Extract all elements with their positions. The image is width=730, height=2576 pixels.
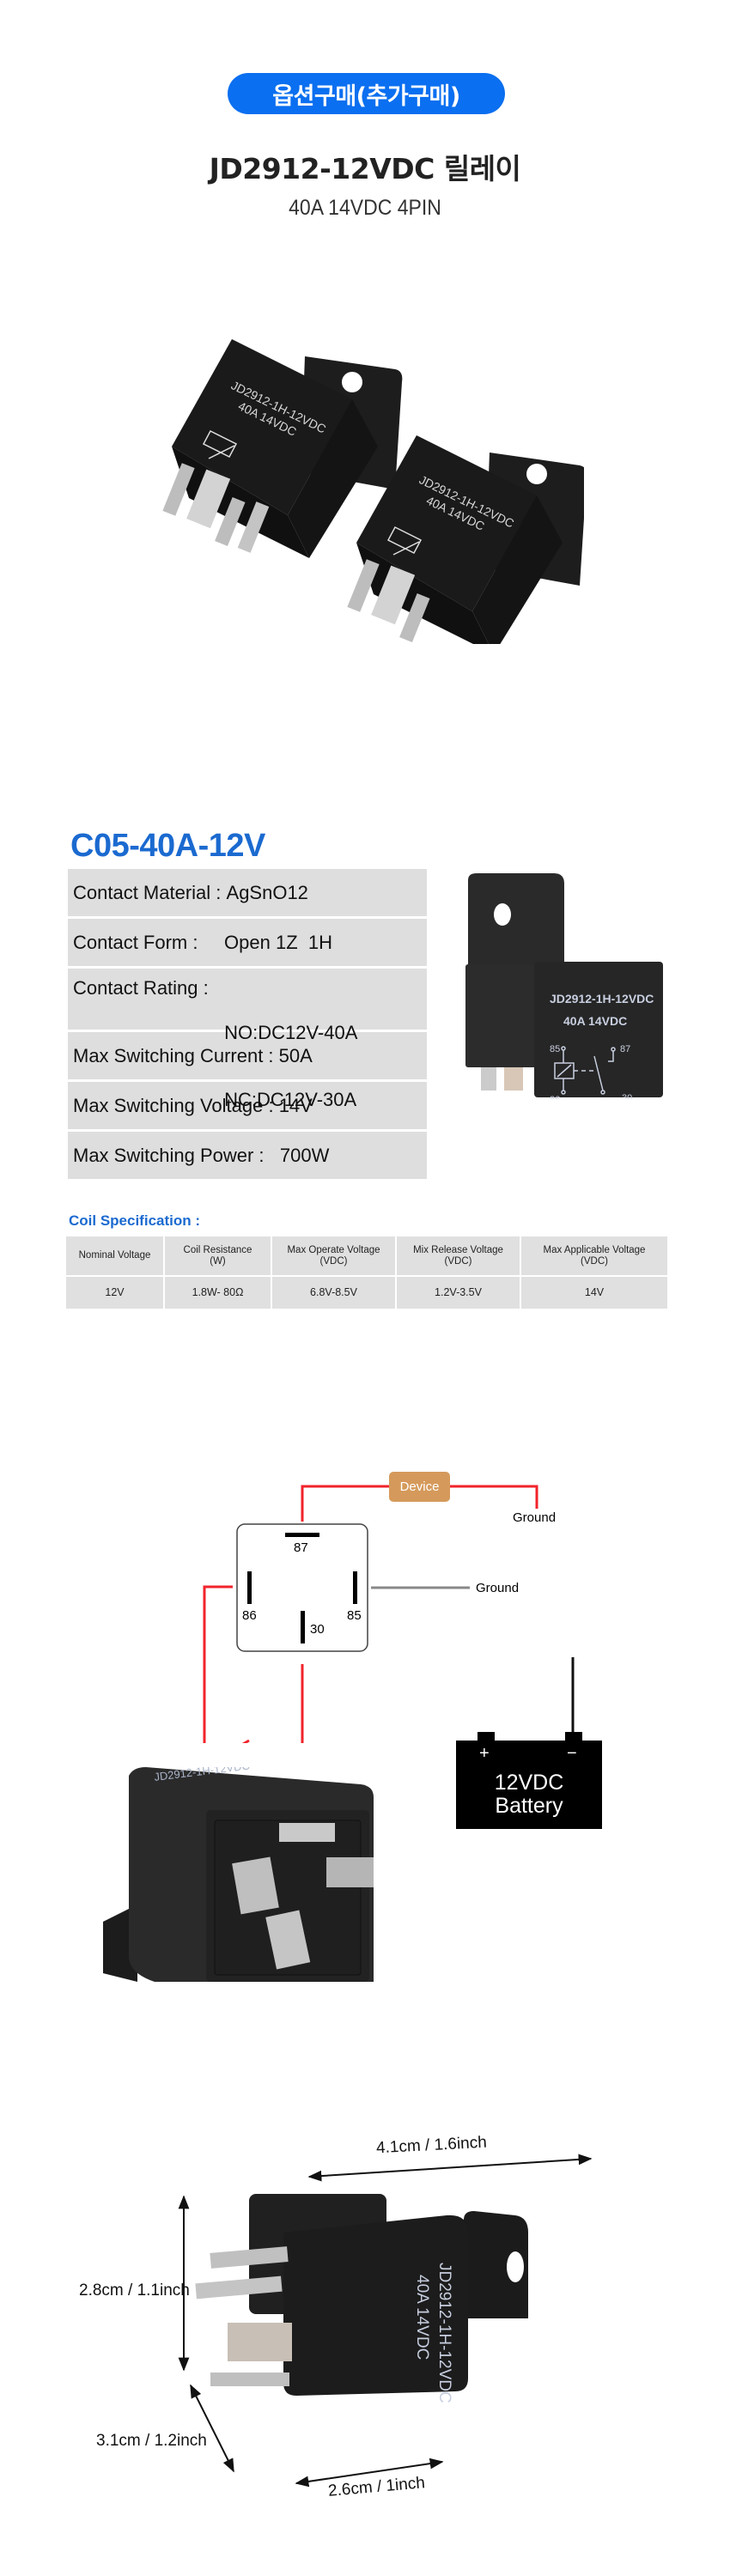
relay-pin-box <box>236 1523 368 1652</box>
spec-value: AgSnO12 <box>226 881 308 903</box>
spec-row-contact-material: Contact Material : AgSnO12 <box>68 869 427 916</box>
product-title: JD2912-12VDC 릴레이 <box>209 152 521 185</box>
length-arrow <box>307 2154 593 2182</box>
spec-value: Open 1Z 1H <box>224 931 332 953</box>
product-subtitle: 40A 14VDC 4PIN <box>289 196 441 220</box>
option-purchase-badge: 옵션구매(추가구매) <box>228 73 505 114</box>
coil-spec-table: Nominal Voltage Coil Resistance(W) Max O… <box>64 1235 669 1310</box>
spec-row-max-power: Max Switching Power : 700W <box>68 1132 427 1179</box>
battery-minus-terminal <box>565 1732 582 1742</box>
coil-header-cell: Max Operate Voltage(VDC) <box>272 1236 395 1275</box>
coil-header-cell: Mix Release Voltage(VDC) <box>397 1236 520 1275</box>
device-box: Device <box>389 1472 450 1502</box>
relay-schematic-symbol <box>554 1046 616 1095</box>
depth-arrow <box>190 2384 234 2473</box>
wire-87-to-device <box>301 1485 391 1522</box>
pin-86-bar <box>247 1571 252 1604</box>
wire-30-to-battery <box>301 1664 304 1743</box>
spec-value: NO:DC12V-40A <box>224 1022 358 1043</box>
switch-lever <box>241 1739 250 1743</box>
face-model-text: JD2912-1H-12VDC <box>550 992 654 1005</box>
pin-85-label: 85 <box>550 1044 560 1054</box>
spec-row-contact-rating: Contact Rating : NO:DC12V-40A NC:DC12V-3… <box>68 969 427 1110</box>
coil-header-cell: Max Applicable Voltage(VDC) <box>521 1236 667 1275</box>
spec-label: Max Switching Power : <box>73 1144 280 1166</box>
spec-value: 700W <box>279 1144 330 1166</box>
coil-header-cell: Nominal Voltage <box>66 1236 163 1275</box>
pin-30-label: 30 <box>622 1093 632 1099</box>
pin-87-label: 87 <box>620 1044 630 1054</box>
spec-row-max-voltage: Max Switching Voltage : 14V <box>68 1082 427 1129</box>
battery-plus-terminal <box>478 1732 495 1742</box>
relay-1: JD2912-1H-12VDC 40A 14VDC <box>162 339 403 558</box>
battery: + − 12VDC Battery <box>456 1732 602 1829</box>
battery-minus-sign: − <box>567 1744 577 1763</box>
spec-value: 50A <box>278 1044 313 1066</box>
relay-2: JD2912-1H-12VDC 40A 14VDC <box>347 435 584 644</box>
wiring-diagram: 87 86 85 30 Ground Ground <box>203 1485 575 1743</box>
dim-relay-text: JD2912-1H-12VDC 40A 14VDC <box>413 2263 453 2403</box>
relay-pin-side-image: JD2912-1H-12VDC <box>103 1767 374 1982</box>
coil-value-cell: 14V <box>521 1277 667 1309</box>
spec-value: 14V <box>278 1094 313 1116</box>
pin-30-text: 30 <box>310 1622 325 1637</box>
width-arrow <box>295 2458 444 2488</box>
coil-table-header-row: Nominal Voltage Coil Resistance(W) Max O… <box>66 1236 667 1275</box>
pin-86-label: 86 <box>550 1095 560 1099</box>
pin-87-bar <box>285 1533 319 1537</box>
spec-value-group: NO:DC12V-40A NC:DC12V-30A <box>224 977 357 1156</box>
spec-label: Max Switching Current : <box>73 1044 279 1066</box>
model-heading: C05-40A-12V <box>70 828 265 864</box>
battery-label: 12VDC Battery <box>494 1771 564 1818</box>
height-label: 2.8cm / 1.1inch <box>79 2281 190 2300</box>
coil-header-cell: Coil Resistance(W) <box>165 1236 271 1275</box>
spec-table: Contact Material : AgSnO12 Contact Form … <box>68 869 427 1182</box>
coil-value-cell: 1.2V-3.5V <box>397 1277 520 1309</box>
spec-row-max-current: Max Switching Current : 50A <box>68 1032 427 1079</box>
pin-85-text: 85 <box>347 1608 362 1623</box>
hot-wires <box>203 1485 538 1743</box>
ground-label-top: Ground <box>513 1510 556 1525</box>
spec-row-contact-form: Contact Form : Open 1Z 1H <box>68 919 427 966</box>
face-rating-text: 40A 14VDC <box>563 1014 627 1028</box>
coil-value-cell: 1.8W- 80Ω <box>165 1277 271 1309</box>
coil-spec-heading: Coil Specification : <box>69 1212 201 1229</box>
svg-text:40A 14VDC: 40A 14VDC <box>413 2275 431 2360</box>
ground-label-right: Ground <box>476 1581 519 1595</box>
pin-86-text: 86 <box>242 1608 257 1623</box>
spec-label: Max Switching Voltage : <box>73 1094 279 1116</box>
spec-label: Contact Rating : <box>73 977 225 999</box>
spec-label: Contact Form : <box>73 931 225 953</box>
dimension-diagram: JD2912-1H-12VDC 40A 14VDC <box>178 2154 593 2488</box>
pin-87-text: 87 <box>294 1540 308 1555</box>
svg-text:JD2912-1H-12VDC: JD2912-1H-12VDC <box>435 2263 453 2403</box>
battery-plus-sign: + <box>479 1744 490 1763</box>
depth-label: 3.1cm / 1.2inch <box>96 2432 207 2450</box>
coil-table-value-row: 12V 1.8W- 80Ω 6.8V-8.5V 1.2V-3.5V 14V <box>66 1277 667 1309</box>
coil-value-cell: 12V <box>66 1277 163 1309</box>
spec-label: Contact Material : <box>73 881 227 903</box>
wire-device-to-ground <box>448 1485 538 1509</box>
pin-30-bar <box>301 1611 305 1643</box>
spec-value-secondary: NC:DC12V-30A <box>224 1089 357 1110</box>
hero-relay-image: JD2912-1H-12VDC 40A 14VDC JD2912-1H-12VD… <box>162 339 584 644</box>
pin-85-bar <box>353 1571 357 1604</box>
spec-relay-face: JD2912-1H-12VDC 40A 14VDC 85 86 87 30 <box>534 962 663 1099</box>
coil-value-cell: 6.8V-8.5V <box>272 1277 395 1309</box>
wire-86-to-switch <box>203 1585 233 1743</box>
